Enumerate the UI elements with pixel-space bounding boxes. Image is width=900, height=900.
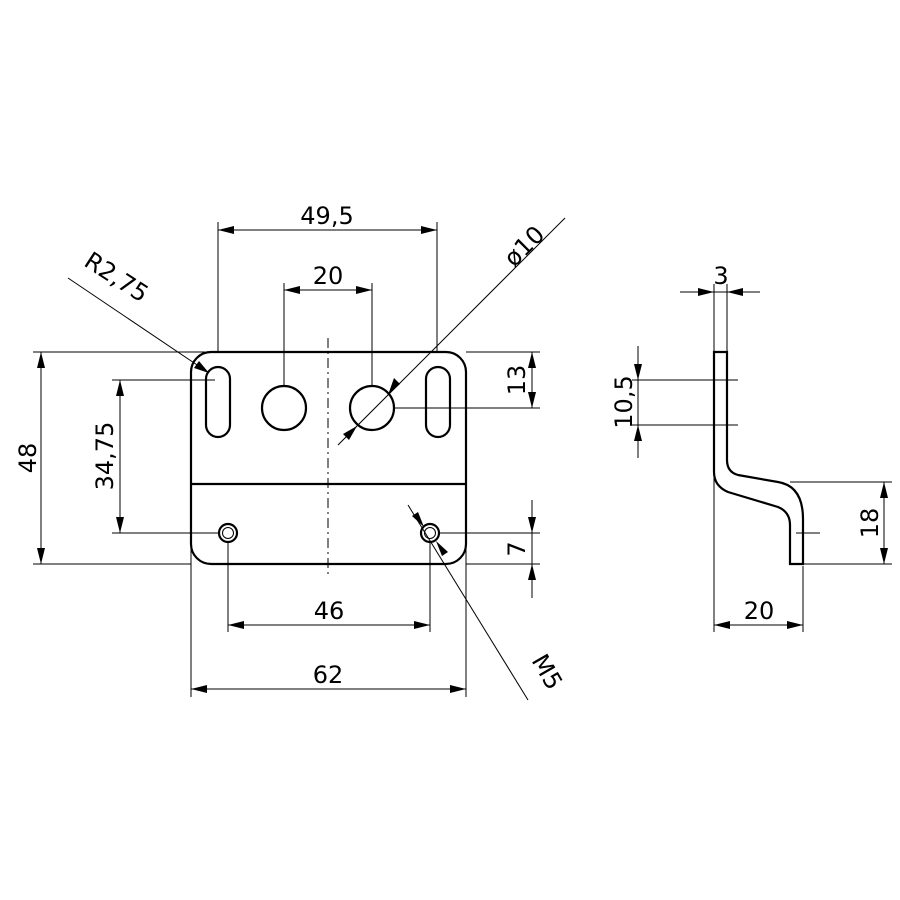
dim-m5-label: M5: [526, 649, 568, 694]
dim-49-5: 49,5: [217, 202, 438, 352]
dim-20-label: 20: [313, 262, 344, 290]
dim-34-75-label: 34,75: [91, 422, 119, 491]
front-view: [189, 338, 468, 578]
dim-10-5: 10,5: [610, 346, 738, 458]
dim-13-label: 13: [503, 365, 531, 396]
dim-radius-label: R2,75: [79, 246, 153, 308]
side-view: [712, 350, 820, 566]
dim-34-75: 34,75: [91, 379, 218, 534]
right-hole: [348, 384, 396, 432]
left-slot: [204, 365, 232, 439]
dim-62-label: 62: [313, 661, 344, 689]
dim-46: 46: [227, 542, 431, 632]
right-m5-hole-inner: [424, 527, 436, 539]
right-slot: [424, 365, 452, 439]
dim-7: 7: [440, 500, 540, 598]
dim-48: 48: [14, 351, 205, 565]
left-hole: [260, 384, 308, 432]
side-profile: [712, 350, 805, 566]
dim-20-side-label: 20: [744, 597, 775, 625]
left-m5-hole: [217, 522, 239, 544]
dim-46-label: 46: [314, 597, 345, 625]
dim-48-label: 48: [14, 443, 42, 474]
dim-49-5-label: 49,5: [300, 202, 353, 230]
left-m5-hole-inner: [222, 527, 234, 539]
dim-3-label: 3: [713, 262, 728, 290]
dim-13: 13: [395, 351, 540, 409]
dim-18-label: 18: [856, 508, 884, 539]
dim-3: 3: [680, 262, 760, 352]
dim-62: 62: [190, 545, 467, 697]
dim-20-hole-spacing: 20: [283, 262, 373, 385]
dim-7-label: 7: [503, 541, 531, 556]
dim-20-side: 20: [713, 472, 804, 632]
dim-radius-2-75: R2,75: [67, 246, 210, 374]
dim-diameter-label: ø10: [498, 220, 550, 272]
dim-18: 18: [790, 481, 892, 565]
dim-10-5-label: 10,5: [610, 375, 638, 428]
